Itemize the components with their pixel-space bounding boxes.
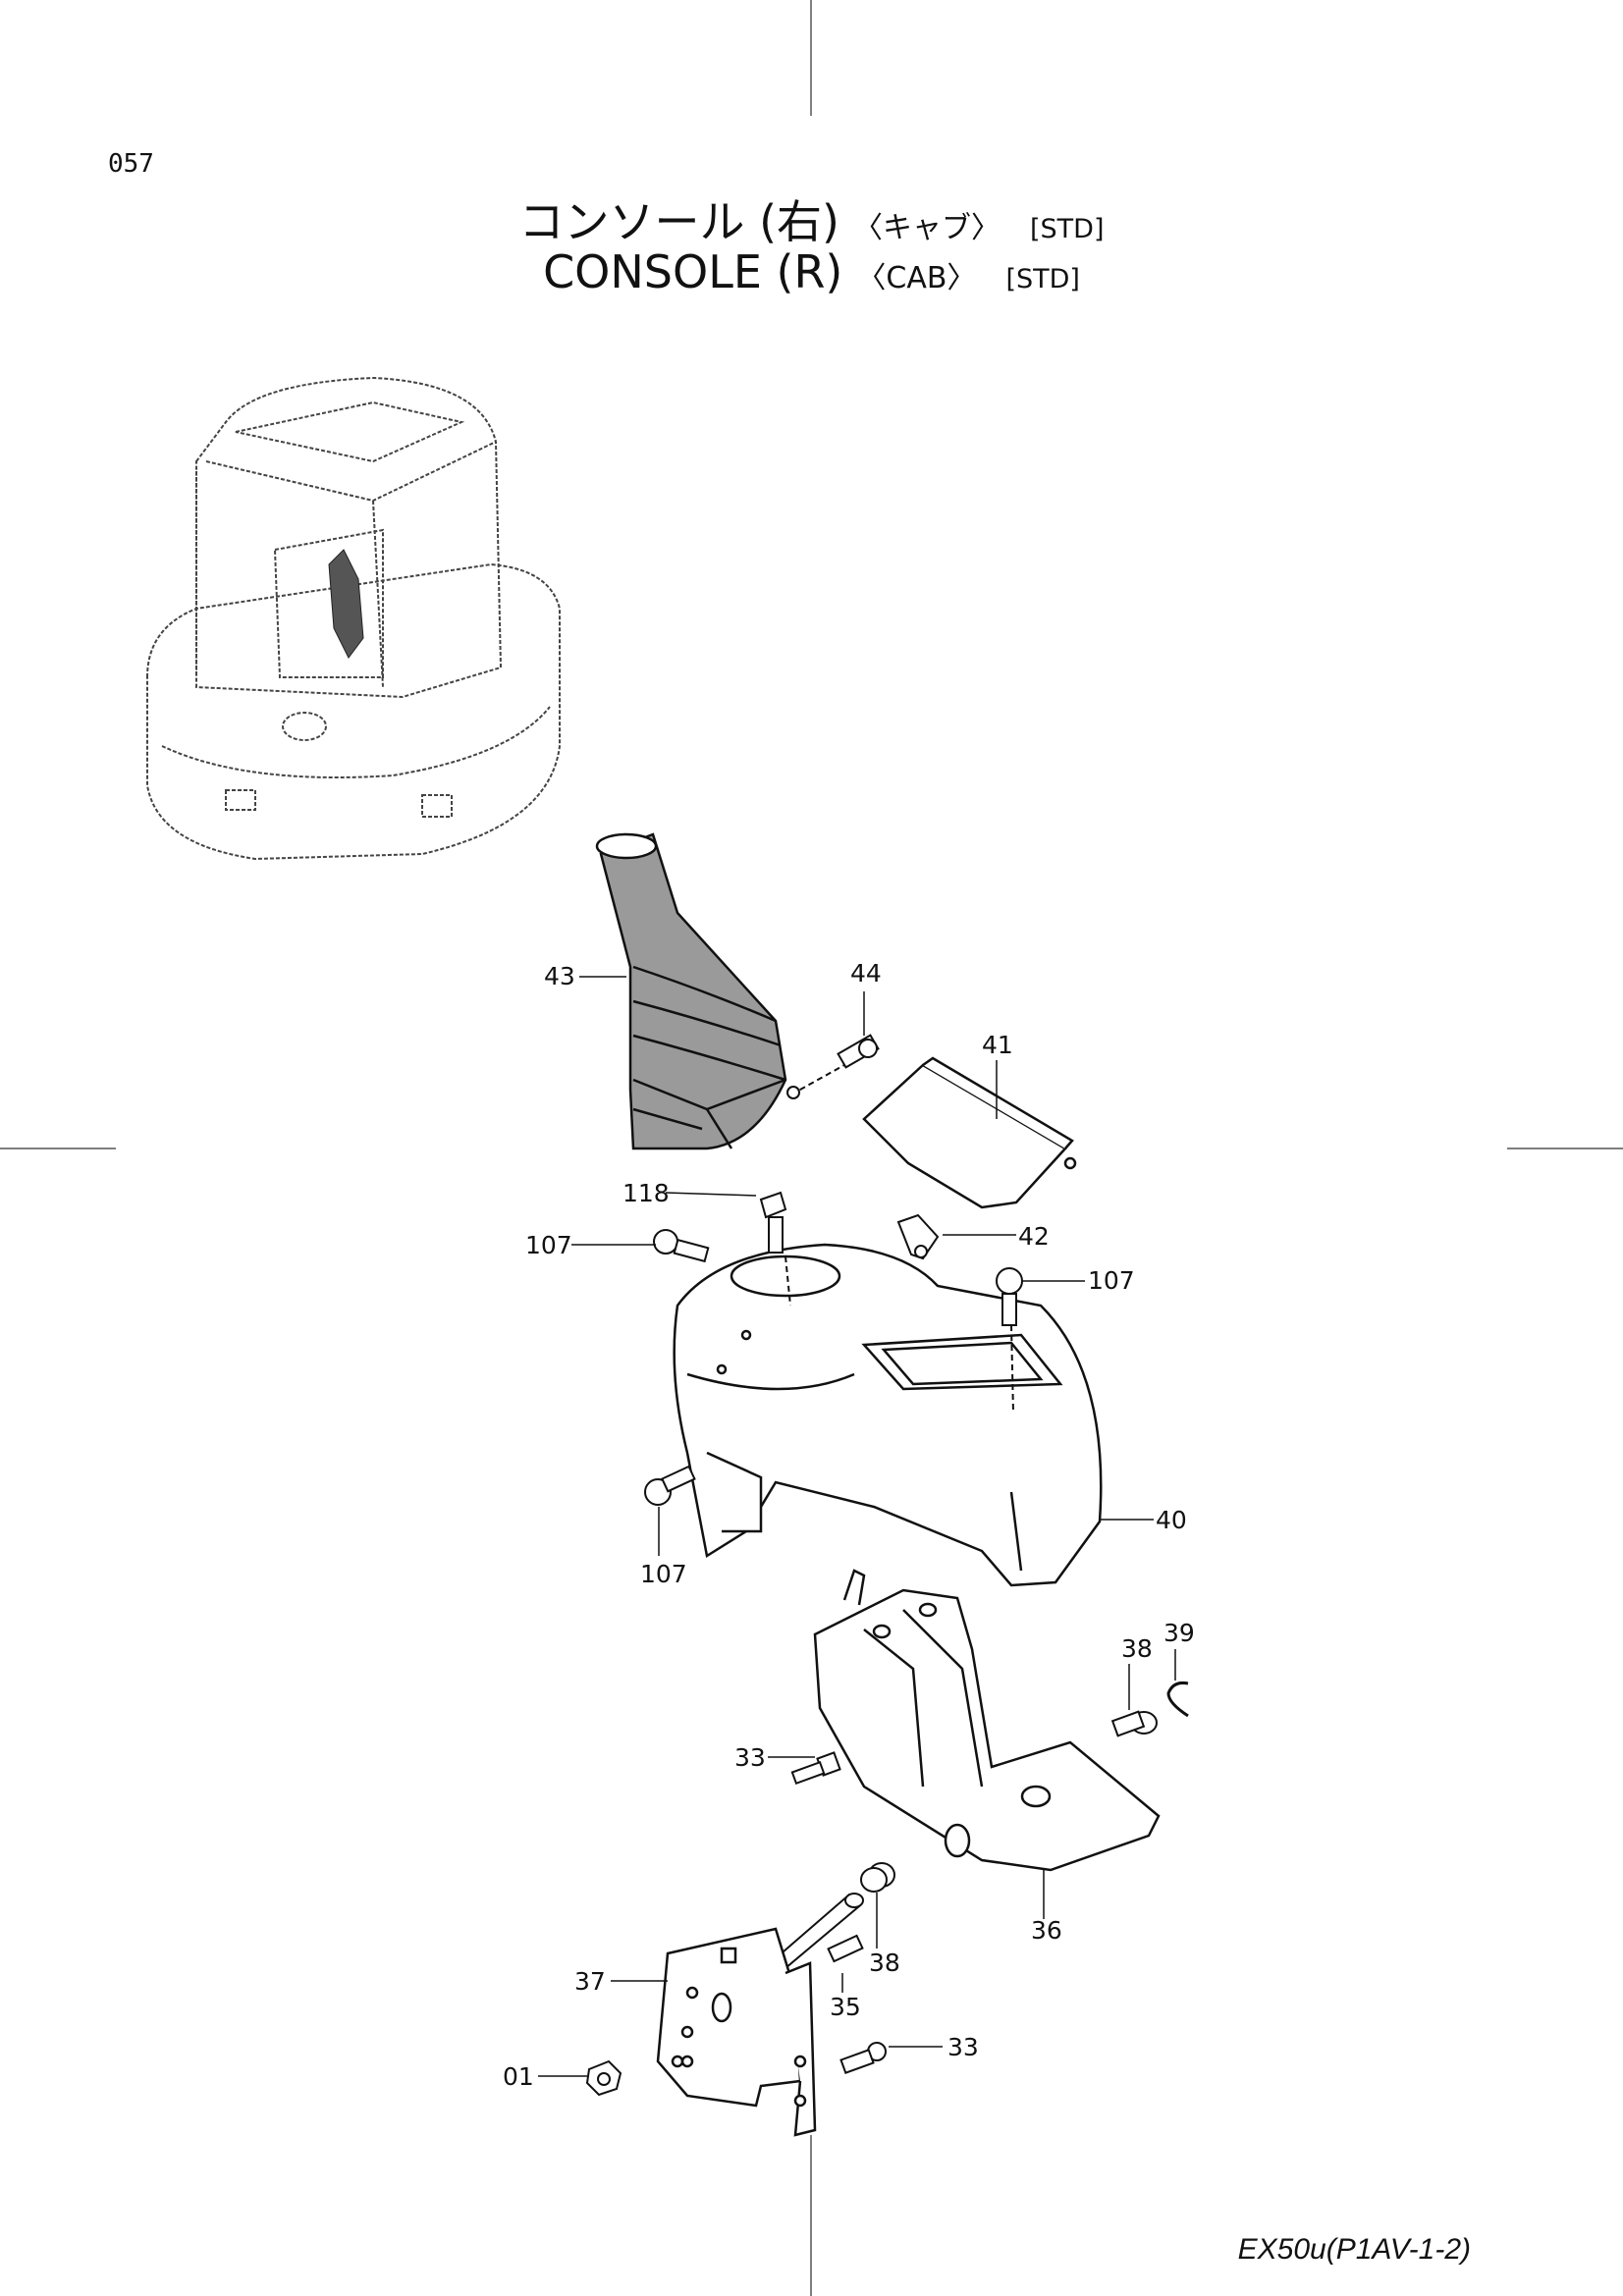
- title-jp-sub: 〈キャブ〉: [853, 211, 1001, 245]
- callout-33-upper: 33: [734, 1743, 766, 1772]
- bushing-38-lower: [860, 1862, 895, 1893]
- console-body: [673, 1243, 1103, 1587]
- callout-42: 42: [1018, 1222, 1050, 1251]
- bolt-33-middle: [827, 1934, 864, 1963]
- screw-44: [786, 1034, 880, 1099]
- callout-40: 40: [1156, 1506, 1187, 1534]
- callout-38-lower: 38: [869, 1949, 900, 1977]
- snap-ring-39: [1166, 1682, 1189, 1718]
- callout-41: 41: [982, 1031, 1013, 1059]
- bolt-107-right: [996, 1267, 1023, 1415]
- title-jp-main: コンソール (右): [518, 195, 839, 248]
- title-en-main: CONSOLE (R): [543, 245, 843, 298]
- model-code: EX50u(P1AV-1-2): [1237, 2233, 1471, 2266]
- callout-44: 44: [850, 959, 882, 988]
- callout-36: 36: [1031, 1916, 1062, 1945]
- callout-107-lower-left: 107: [640, 1560, 687, 1588]
- bracket-36: [813, 1569, 1161, 1872]
- callout-107-right: 107: [1088, 1266, 1135, 1295]
- bolt-107-lower-left: [644, 1465, 696, 1506]
- title-en-std: [STD]: [1005, 264, 1080, 294]
- title-english: CONSOLE (R) 〈CAB〉 [STD]: [0, 245, 1623, 298]
- pin-35: [774, 1893, 864, 1970]
- callout-107-upper-left: 107: [525, 1231, 572, 1259]
- bushing-38-upper: [1110, 1710, 1158, 1737]
- bolt-33-lower: [839, 2042, 887, 2074]
- title-en-sub: 〈CAB〉: [856, 261, 977, 295]
- callout-35: 35: [830, 1993, 861, 2021]
- page-number: 057: [108, 149, 154, 179]
- bolt-118: [759, 1191, 791, 1307]
- cover-plate: [862, 1056, 1077, 1209]
- callout-118: 118: [622, 1179, 670, 1207]
- plate-bracket-37: [656, 1927, 817, 2137]
- bolt-33-upper: [790, 1751, 841, 1786]
- bolt-107-upper-left: [653, 1229, 710, 1263]
- lever-boot: [595, 832, 787, 1150]
- nut-01: [585, 2059, 622, 2097]
- clip-42: [896, 1213, 940, 1260]
- title-japanese: コンソール (右) 〈キャブ〉 [STD]: [0, 187, 1623, 251]
- callout-labels: 43 44 41 118 107 42 107 40 107 38 39 33 …: [503, 959, 1195, 2091]
- callout-39: 39: [1163, 1619, 1195, 1647]
- cab-overview-illustration: [146, 376, 561, 861]
- callout-43: 43: [544, 962, 575, 990]
- callout-33-lower: 33: [947, 2033, 979, 2061]
- cab-console-highlight: [328, 549, 364, 659]
- callout-01: 01: [503, 2062, 534, 2091]
- leader-lines: [538, 976, 1176, 2077]
- callout-37: 37: [574, 1967, 606, 1996]
- callout-38-upper: 38: [1121, 1634, 1153, 1663]
- title-jp-std: [STD]: [1030, 214, 1105, 244]
